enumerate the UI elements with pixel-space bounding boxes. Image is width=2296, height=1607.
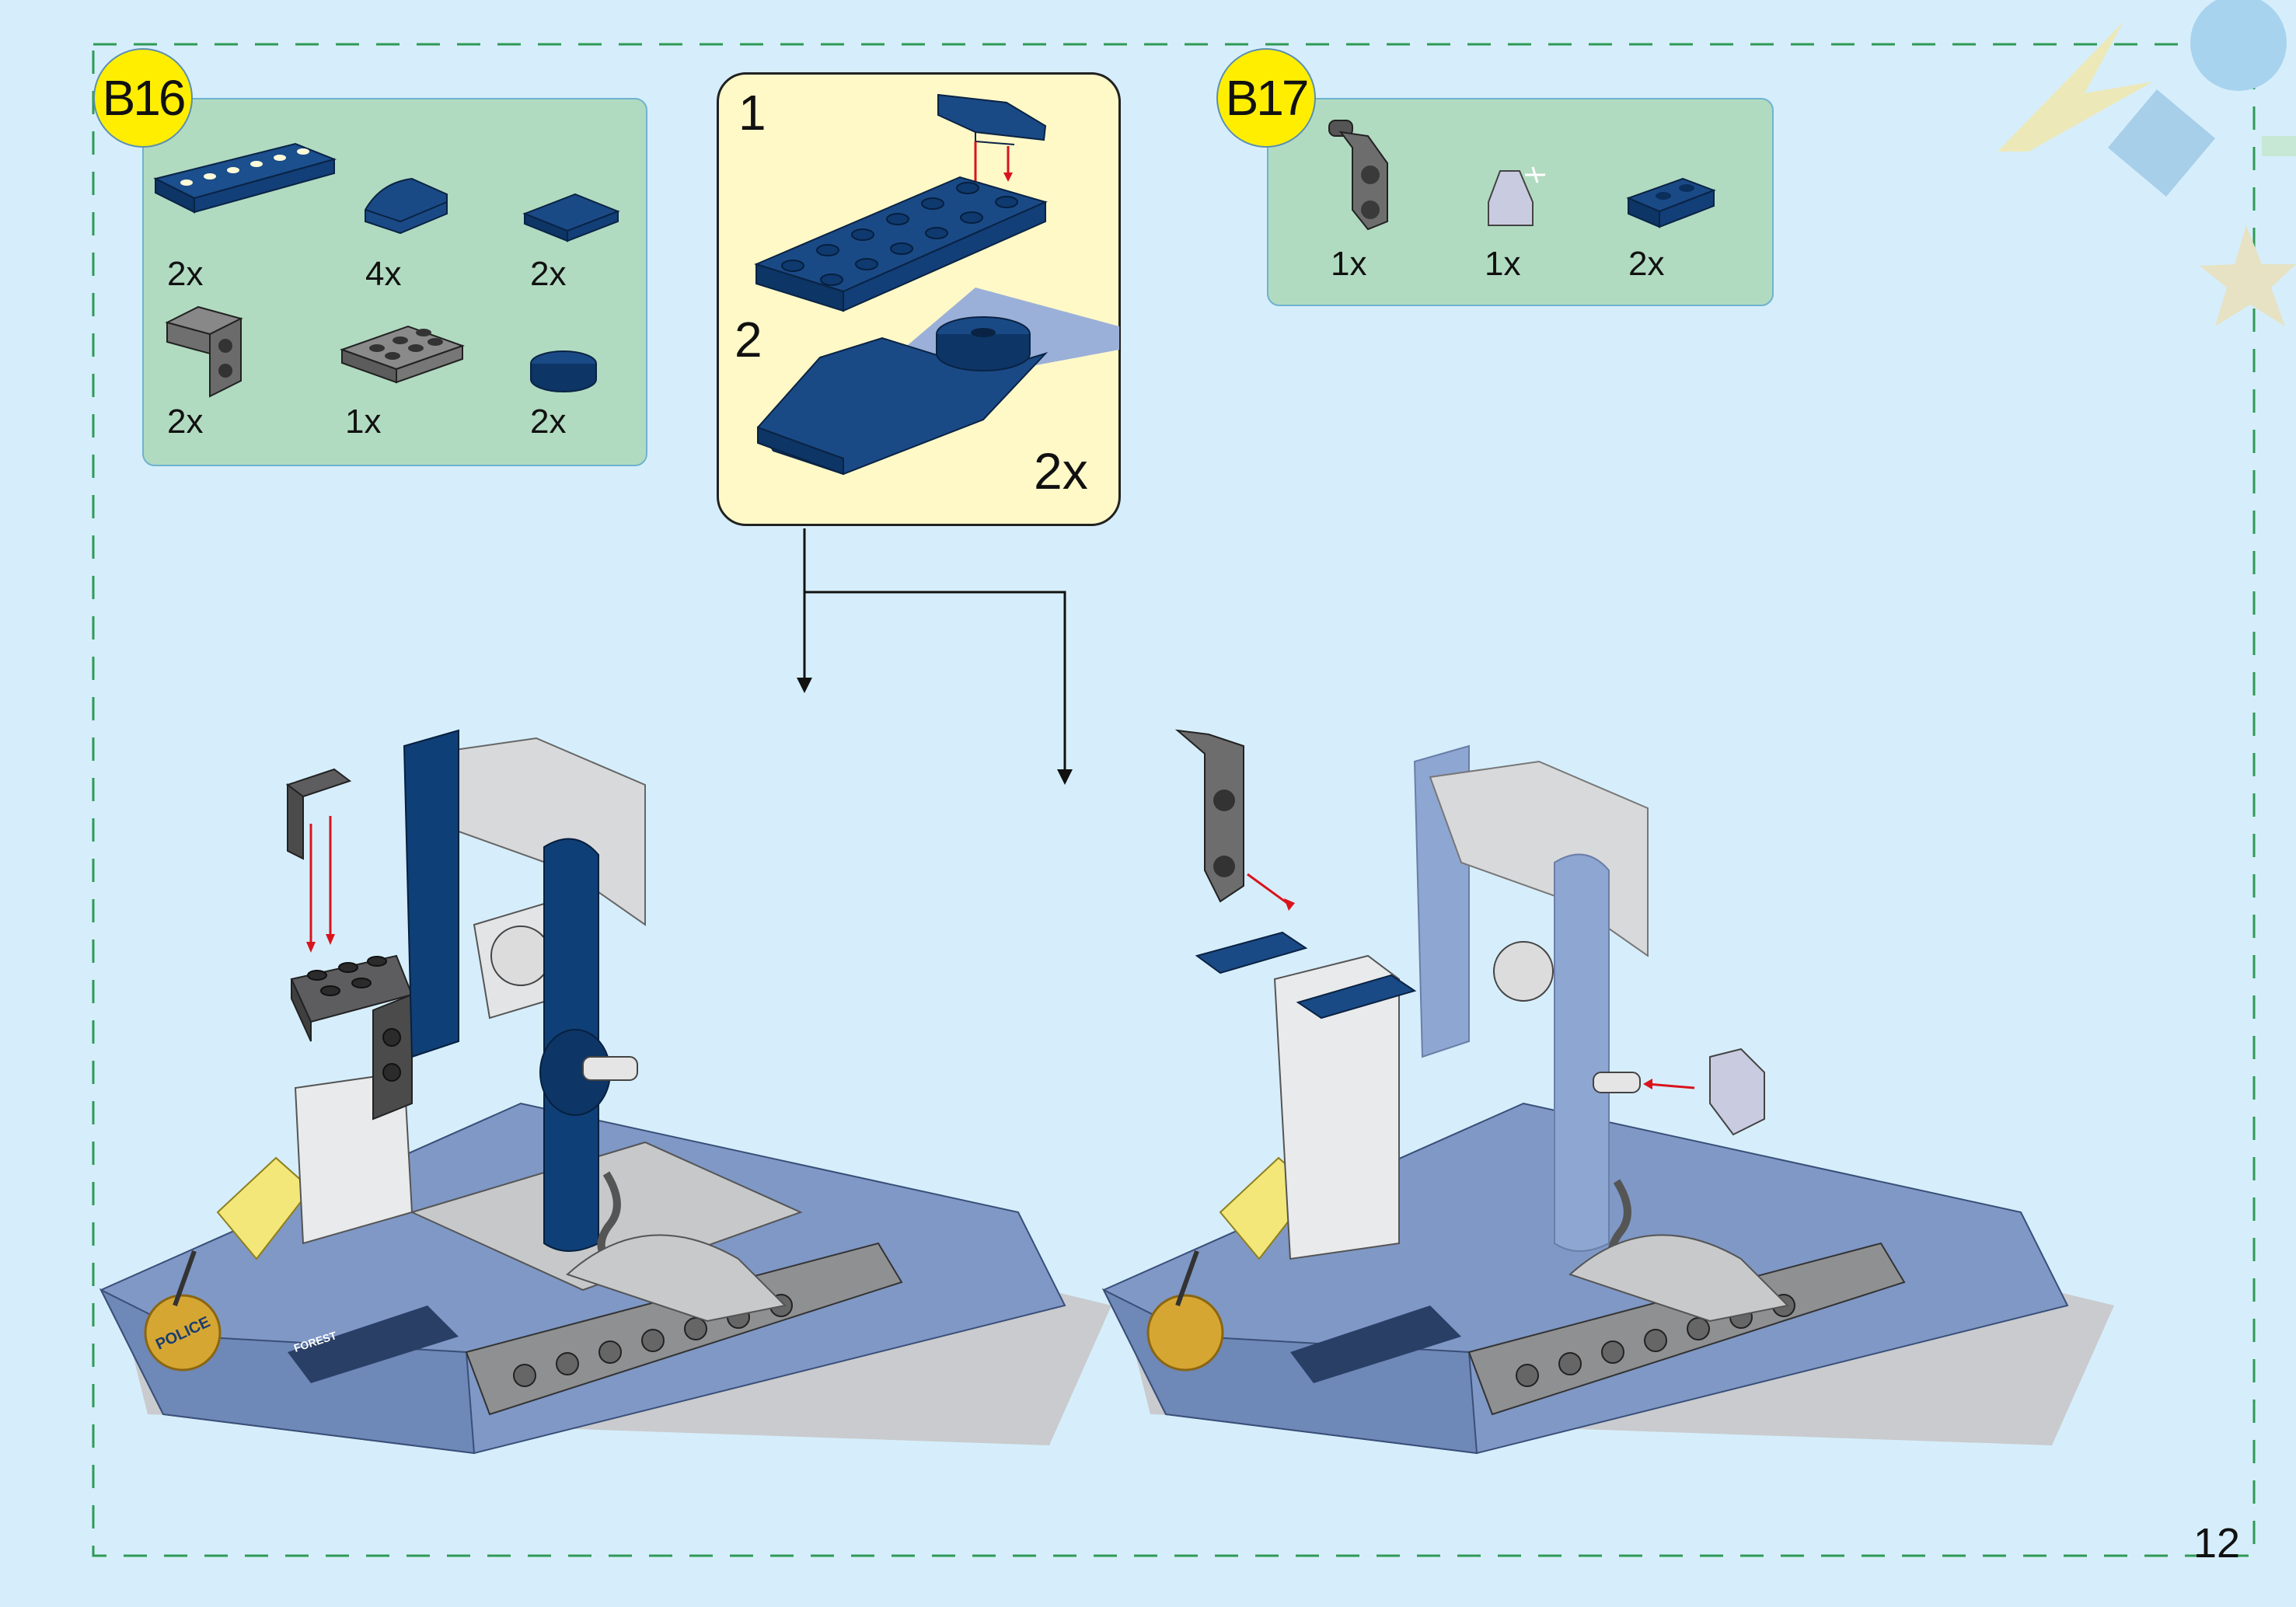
subassembly-illustration <box>754 93 1119 476</box>
b16-part-6-qty: 2x <box>530 403 567 441</box>
b17-step-badge: B17 <box>1216 48 1316 148</box>
b16-part-3-qty: 2x <box>530 255 567 293</box>
b16-part-2-qty: 4x <box>365 255 402 293</box>
dark-blue-clip-plate-icon <box>1626 177 1716 228</box>
page-number: 12 <box>2193 1520 2241 1567</box>
dark-blue-round-tile-icon <box>530 350 597 392</box>
trans-clear-cone-icon <box>1488 166 1545 226</box>
b17-part-1-qty: 1x <box>1331 245 1367 283</box>
gray-technic-arm-icon <box>1328 120 1388 231</box>
decorative-corner-shapes <box>1998 0 2296 326</box>
gray-bracket-icon <box>165 305 243 398</box>
substep-1-number: 1 <box>738 85 766 141</box>
dark-blue-curved-slope-icon <box>365 177 448 235</box>
b17-part-3-qty: 2x <box>1628 245 1665 283</box>
gray-plate-2x3-icon <box>340 325 465 384</box>
dark-blue-plate-2x6-icon <box>153 142 337 214</box>
b16-part-5-qty: 1x <box>345 403 382 441</box>
dark-blue-tile-2x2-icon <box>522 193 620 242</box>
b17-boat-model-illustration <box>1101 729 2114 1455</box>
b17-part-2-qty: 1x <box>1485 245 1521 283</box>
subassembly-multiplier: 2x <box>1034 442 1088 500</box>
b16-parts-panel <box>142 98 647 466</box>
substep-2-number: 2 <box>735 312 762 368</box>
b16-part-4-qty: 2x <box>167 403 204 441</box>
b16-boat-model-illustration: POLICE FOREST <box>99 729 1111 1455</box>
b16-step-badge: B16 <box>93 48 193 148</box>
b16-part-1-qty: 2x <box>167 255 204 293</box>
